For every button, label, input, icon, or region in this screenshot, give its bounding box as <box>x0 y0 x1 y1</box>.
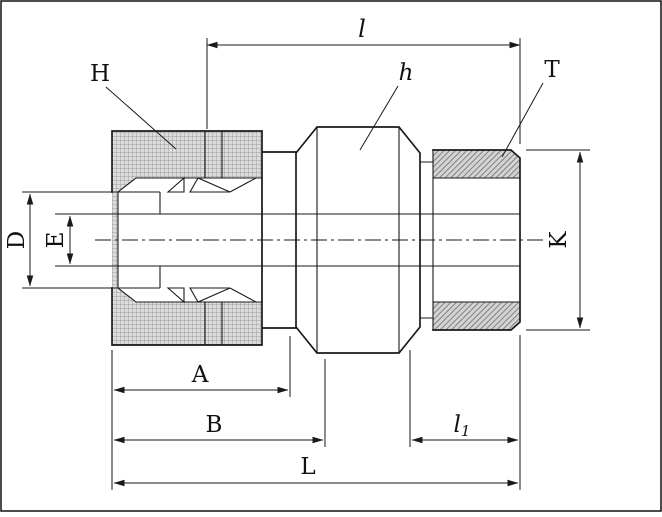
collar <box>261 151 297 329</box>
dimension-B: B <box>113 359 326 447</box>
label-l: l <box>358 15 366 43</box>
label-D: D <box>4 231 30 249</box>
body-seat-bottom <box>229 287 257 303</box>
ferrule-set <box>166 176 257 304</box>
nut-step-lines <box>204 131 223 345</box>
leader-T: T <box>501 57 560 158</box>
leader-h: h <box>359 60 414 151</box>
dimension-A: A <box>111 336 291 490</box>
thread-relief-groove <box>420 161 433 319</box>
dimension-l1: l1 <box>409 335 521 490</box>
label-T: T <box>544 57 560 83</box>
label-B: B <box>206 412 223 438</box>
leader-H: H <box>90 61 177 150</box>
dimension-K: K <box>526 149 590 331</box>
back-ferrule-bottom <box>166 287 185 304</box>
fitting-body <box>38 126 545 354</box>
dimension-E: E <box>43 215 74 265</box>
thread-hatch-bottom <box>433 302 520 330</box>
nut-outline <box>111 130 263 346</box>
front-ferrule-top <box>189 177 231 193</box>
dimension-L: L <box>113 454 519 487</box>
front-ferrule-bottom <box>189 287 231 303</box>
label-l1: l1 <box>454 412 471 440</box>
threaded-end <box>432 149 521 331</box>
dimensions: l H h T K D <box>4 15 590 490</box>
nut-section <box>111 130 263 346</box>
label-L: L <box>300 454 315 480</box>
tube-stub <box>38 191 161 289</box>
label-h: h <box>399 60 414 86</box>
dimension-l: l <box>206 15 521 144</box>
dimension-D: D <box>4 191 44 289</box>
body-seat-top <box>229 177 257 193</box>
thread-hatch-top <box>433 150 520 178</box>
back-ferrule-top <box>166 176 185 193</box>
label-K: K <box>546 231 572 249</box>
label-E: E <box>43 232 69 249</box>
tube-od-lines <box>38 191 160 289</box>
label-A: A <box>191 362 209 388</box>
label-H: H <box>90 61 110 87</box>
bore-lines <box>55 213 520 267</box>
